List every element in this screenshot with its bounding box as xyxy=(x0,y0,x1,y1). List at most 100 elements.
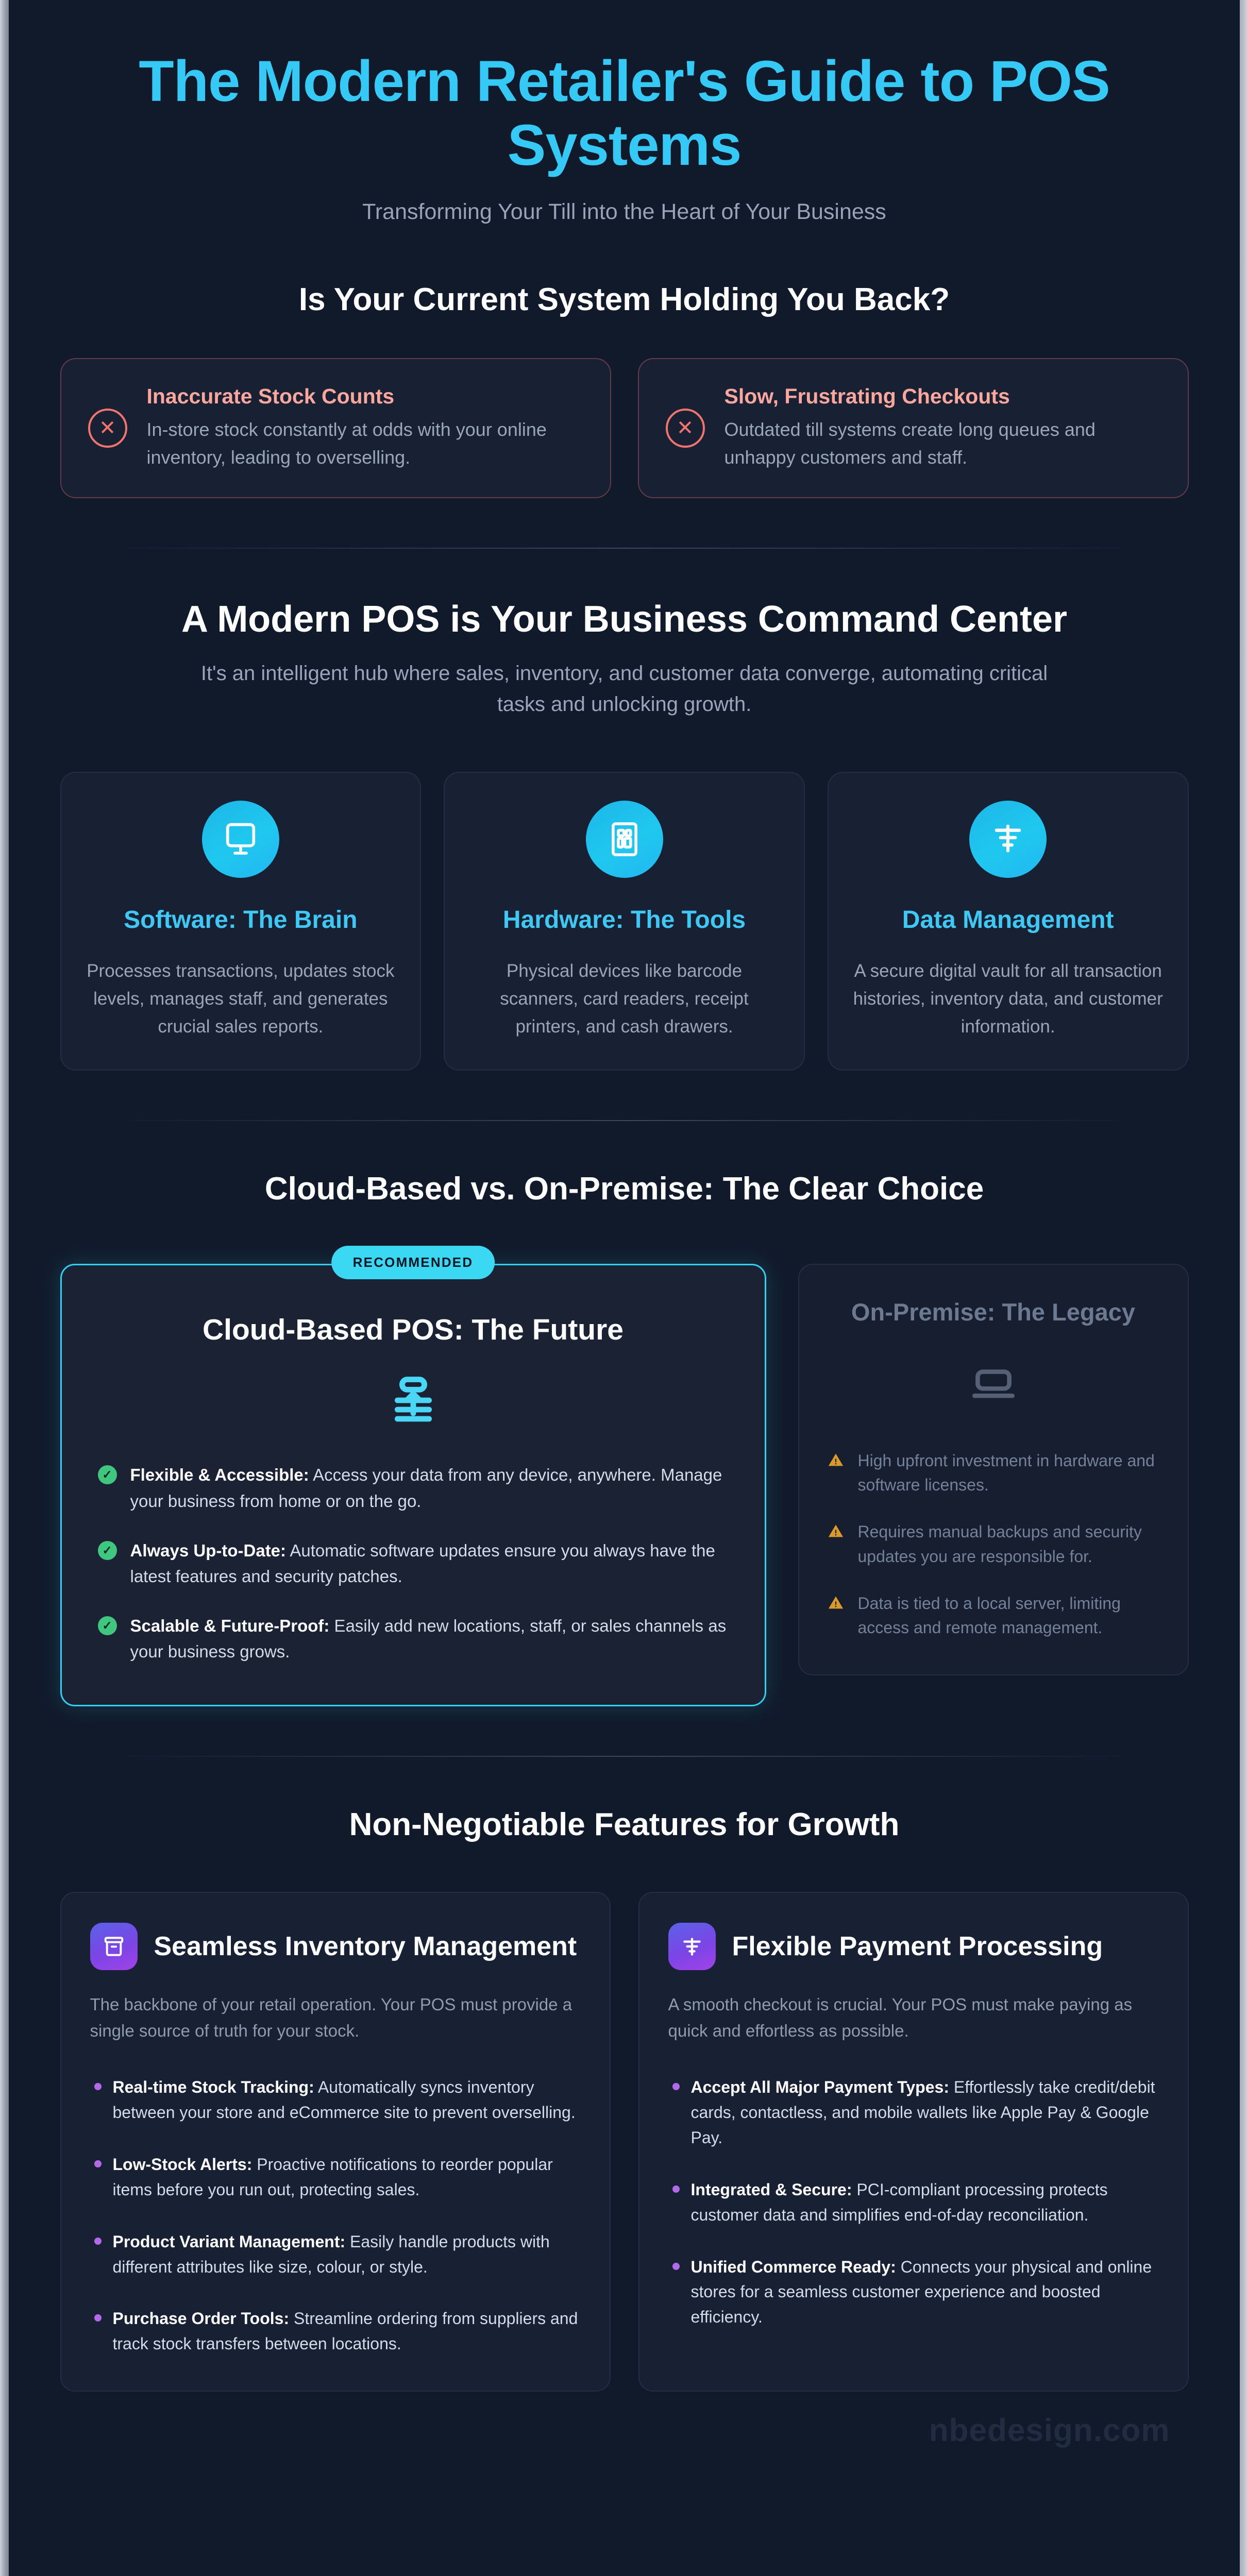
list-item: Data is tied to a local server, limiting… xyxy=(827,1591,1160,1640)
point-text: Connects your physical and online stores… xyxy=(690,2257,1152,2327)
hero-section: The Modern Retailer's Guide to POS Syste… xyxy=(60,0,1189,225)
point-label: Real-time Stock Tracking: xyxy=(112,2077,314,2096)
point-label: Unified Commerce Ready: xyxy=(690,2257,896,2276)
x-circle-icon: ✕ xyxy=(88,408,127,448)
recommended-badge: RECOMMENDED xyxy=(331,1246,495,1280)
feature-card-payments: Flexible Payment Processing A smooth che… xyxy=(638,1892,1189,2392)
pain-card-grid: ✕ Inaccurate Stock Counts In-store stock… xyxy=(60,358,1189,498)
point-text: Effortlessly take credit/debit cards, co… xyxy=(690,2077,1155,2147)
pillar-card: Hardware: The Tools Physical devices lik… xyxy=(444,772,805,1071)
infographic-page: The Modern Retailer's Guide to POS Syste… xyxy=(9,0,1240,2576)
cloud-pos-card: RECOMMENDED Cloud-Based POS: The Future xyxy=(60,1246,766,1707)
list-item: ✓ Flexible & Accessible: Access your dat… xyxy=(97,1462,729,1514)
list-item: Real-time Stock Tracking: Automatically … xyxy=(90,2075,581,2125)
scrollbar-left[interactable] xyxy=(0,0,9,2576)
point-label: Purchase Order Tools: xyxy=(112,2309,290,2328)
scrollbar-right[interactable] xyxy=(1240,0,1247,2576)
card-payment-icon xyxy=(668,1923,716,1971)
on-premise-card: On-Premise: The Legacy xyxy=(798,1264,1189,1675)
legacy-card-title: On-Premise: The Legacy xyxy=(851,1298,1136,1326)
check-circle-icon: ✓ xyxy=(97,1616,117,1636)
pillar-title: Software: The Brain xyxy=(124,906,358,934)
server-box-icon xyxy=(827,1357,1160,1408)
feature-point-list: Real-time Stock Tracking: Automatically … xyxy=(90,2075,581,2357)
inventory-box-icon xyxy=(90,1923,138,1971)
pain-card-body: Inaccurate Stock Counts In-store stock c… xyxy=(147,384,583,471)
page-title: The Modern Retailer's Guide to POS Syste… xyxy=(139,49,1110,178)
pillar-title: Data Management xyxy=(902,906,1114,934)
pain-card: ✕ Slow, Frustrating Checkouts Outdated t… xyxy=(637,358,1189,498)
feature-card-title: Flexible Payment Processing xyxy=(732,1931,1103,1962)
features-section: Non-Negotiable Features for Growth xyxy=(60,1806,1189,2392)
drawback-text: Requires manual backups and security upd… xyxy=(857,1522,1142,1566)
pain-section: Is Your Current System Holding You Back?… xyxy=(60,281,1189,498)
drawback-text: High upfront investment in hardware and … xyxy=(857,1451,1155,1494)
comparison-section: Cloud-Based vs. On-Premise: The Clear Ch… xyxy=(60,1171,1189,1707)
point-text: Automatically syncs inventory between yo… xyxy=(112,2077,576,2122)
pillar-text: Physical devices like barcode scanners, … xyxy=(500,960,749,1037)
feature-point-list: Accept All Major Payment Types: Effortle… xyxy=(668,2075,1159,2330)
benefit-text: Automatic software updates ensure you al… xyxy=(130,1540,715,1586)
warning-triangle-icon xyxy=(827,1451,845,1469)
pain-card-text: Outdated till systems create long queues… xyxy=(724,419,1096,468)
list-item: Purchase Order Tools: Streamline orderin… xyxy=(90,2306,581,2357)
pain-card-text: In-store stock constantly at odds with y… xyxy=(146,419,547,468)
pillar-title: Hardware: The Tools xyxy=(502,906,746,934)
benefit-label: Scalable & Future-Proof: xyxy=(130,1616,330,1636)
command-center-section: A Modern POS is Your Business Command Ce… xyxy=(60,598,1189,1071)
point-label: Product Variant Management: xyxy=(112,2232,346,2251)
feature-grid: Seamless Inventory Management The backbo… xyxy=(60,1892,1189,2392)
benefit-label: Always Up-to-Date: xyxy=(130,1540,287,1560)
cloud-benefit-list: ✓ Flexible & Accessible: Access your dat… xyxy=(97,1462,729,1665)
feature-card-header: Flexible Payment Processing xyxy=(668,1923,1159,1971)
list-item: Integrated & Secure: PCI-compliant proce… xyxy=(668,2177,1159,2228)
warning-triangle-icon xyxy=(827,1594,845,1612)
section-divider xyxy=(127,547,1122,549)
comparison-grid: RECOMMENDED Cloud-Based POS: The Future xyxy=(60,1246,1189,1707)
pain-card-title: Slow, Frustrating Checkouts xyxy=(724,384,1010,409)
pain-card-title: Inaccurate Stock Counts xyxy=(146,384,395,409)
list-item: Requires manual backups and security upd… xyxy=(827,1520,1160,1569)
cloud-card-title: Cloud-Based POS: The Future xyxy=(202,1313,624,1347)
barcode-scanner-icon xyxy=(585,801,663,878)
list-item: ✓ Scalable & Future-Proof: Easily add ne… xyxy=(97,1613,729,1665)
point-text: Proactive notifications to reorder popul… xyxy=(112,2155,553,2199)
benefit-label: Flexible & Accessible: xyxy=(130,1465,309,1485)
pillar-card: Data Management A secure digital vault f… xyxy=(827,772,1189,1071)
cloud-upload-icon xyxy=(98,1372,729,1428)
feature-card-lead: The backbone of your retail operation. Y… xyxy=(90,1995,572,2040)
warning-triangle-icon xyxy=(827,1522,845,1540)
drawback-text: Data is tied to a local server, limiting… xyxy=(857,1594,1121,1637)
list-item: Unified Commerce Ready: Connects your ph… xyxy=(668,2255,1159,2330)
benefit-text: Access your data from any device, anywhe… xyxy=(130,1465,722,1511)
list-item: Product Variant Management: Easily handl… xyxy=(90,2229,581,2280)
command-section-lead: It's an intelligent hub where sales, inv… xyxy=(200,662,1048,716)
section-divider xyxy=(127,1756,1122,1757)
point-text: Easily handle products with different at… xyxy=(112,2232,550,2276)
list-item: Low-Stock Alerts: Proactive notification… xyxy=(90,2152,581,2202)
comparison-section-heading: Cloud-Based vs. On-Premise: The Clear Ch… xyxy=(264,1171,984,1207)
monitor-icon xyxy=(201,801,279,878)
x-circle-icon: ✕ xyxy=(665,408,705,448)
pillar-text: A secure digital vault for all transacti… xyxy=(853,960,1163,1037)
pain-card-body: Slow, Frustrating Checkouts Outdated til… xyxy=(724,384,1161,471)
check-circle-icon: ✓ xyxy=(97,1540,117,1560)
page-subtitle: Transforming Your Till into the Heart of… xyxy=(362,199,886,224)
pillar-card: Software: The Brain Processes transactio… xyxy=(60,772,422,1071)
list-item: Accept All Major Payment Types: Effortle… xyxy=(668,2075,1159,2150)
list-item: ✓ Always Up-to-Date: Automatic software … xyxy=(97,1538,729,1589)
legacy-drawback-list: High upfront investment in hardware and … xyxy=(827,1449,1160,1640)
feature-card-inventory: Seamless Inventory Management The backbo… xyxy=(60,1892,611,2392)
feature-card-lead: A smooth checkout is crucial. Your POS m… xyxy=(668,1995,1133,2040)
feature-card-header: Seamless Inventory Management xyxy=(90,1923,581,1971)
point-label: Accept All Major Payment Types: xyxy=(690,2077,949,2096)
cloud-sync-icon xyxy=(969,801,1047,878)
pain-section-heading: Is Your Current System Holding You Back? xyxy=(298,281,950,317)
check-circle-icon: ✓ xyxy=(97,1465,117,1485)
features-section-heading: Non-Negotiable Features for Growth xyxy=(349,1807,900,1843)
pillar-text: Processes transactions, updates stock le… xyxy=(87,960,395,1037)
site-watermark: nbedesign.com xyxy=(929,2413,1170,2449)
feature-card-title: Seamless Inventory Management xyxy=(154,1931,577,1962)
point-label: Integrated & Secure: xyxy=(690,2180,852,2199)
point-text: PCI-compliant processing protects custom… xyxy=(690,2180,1108,2224)
